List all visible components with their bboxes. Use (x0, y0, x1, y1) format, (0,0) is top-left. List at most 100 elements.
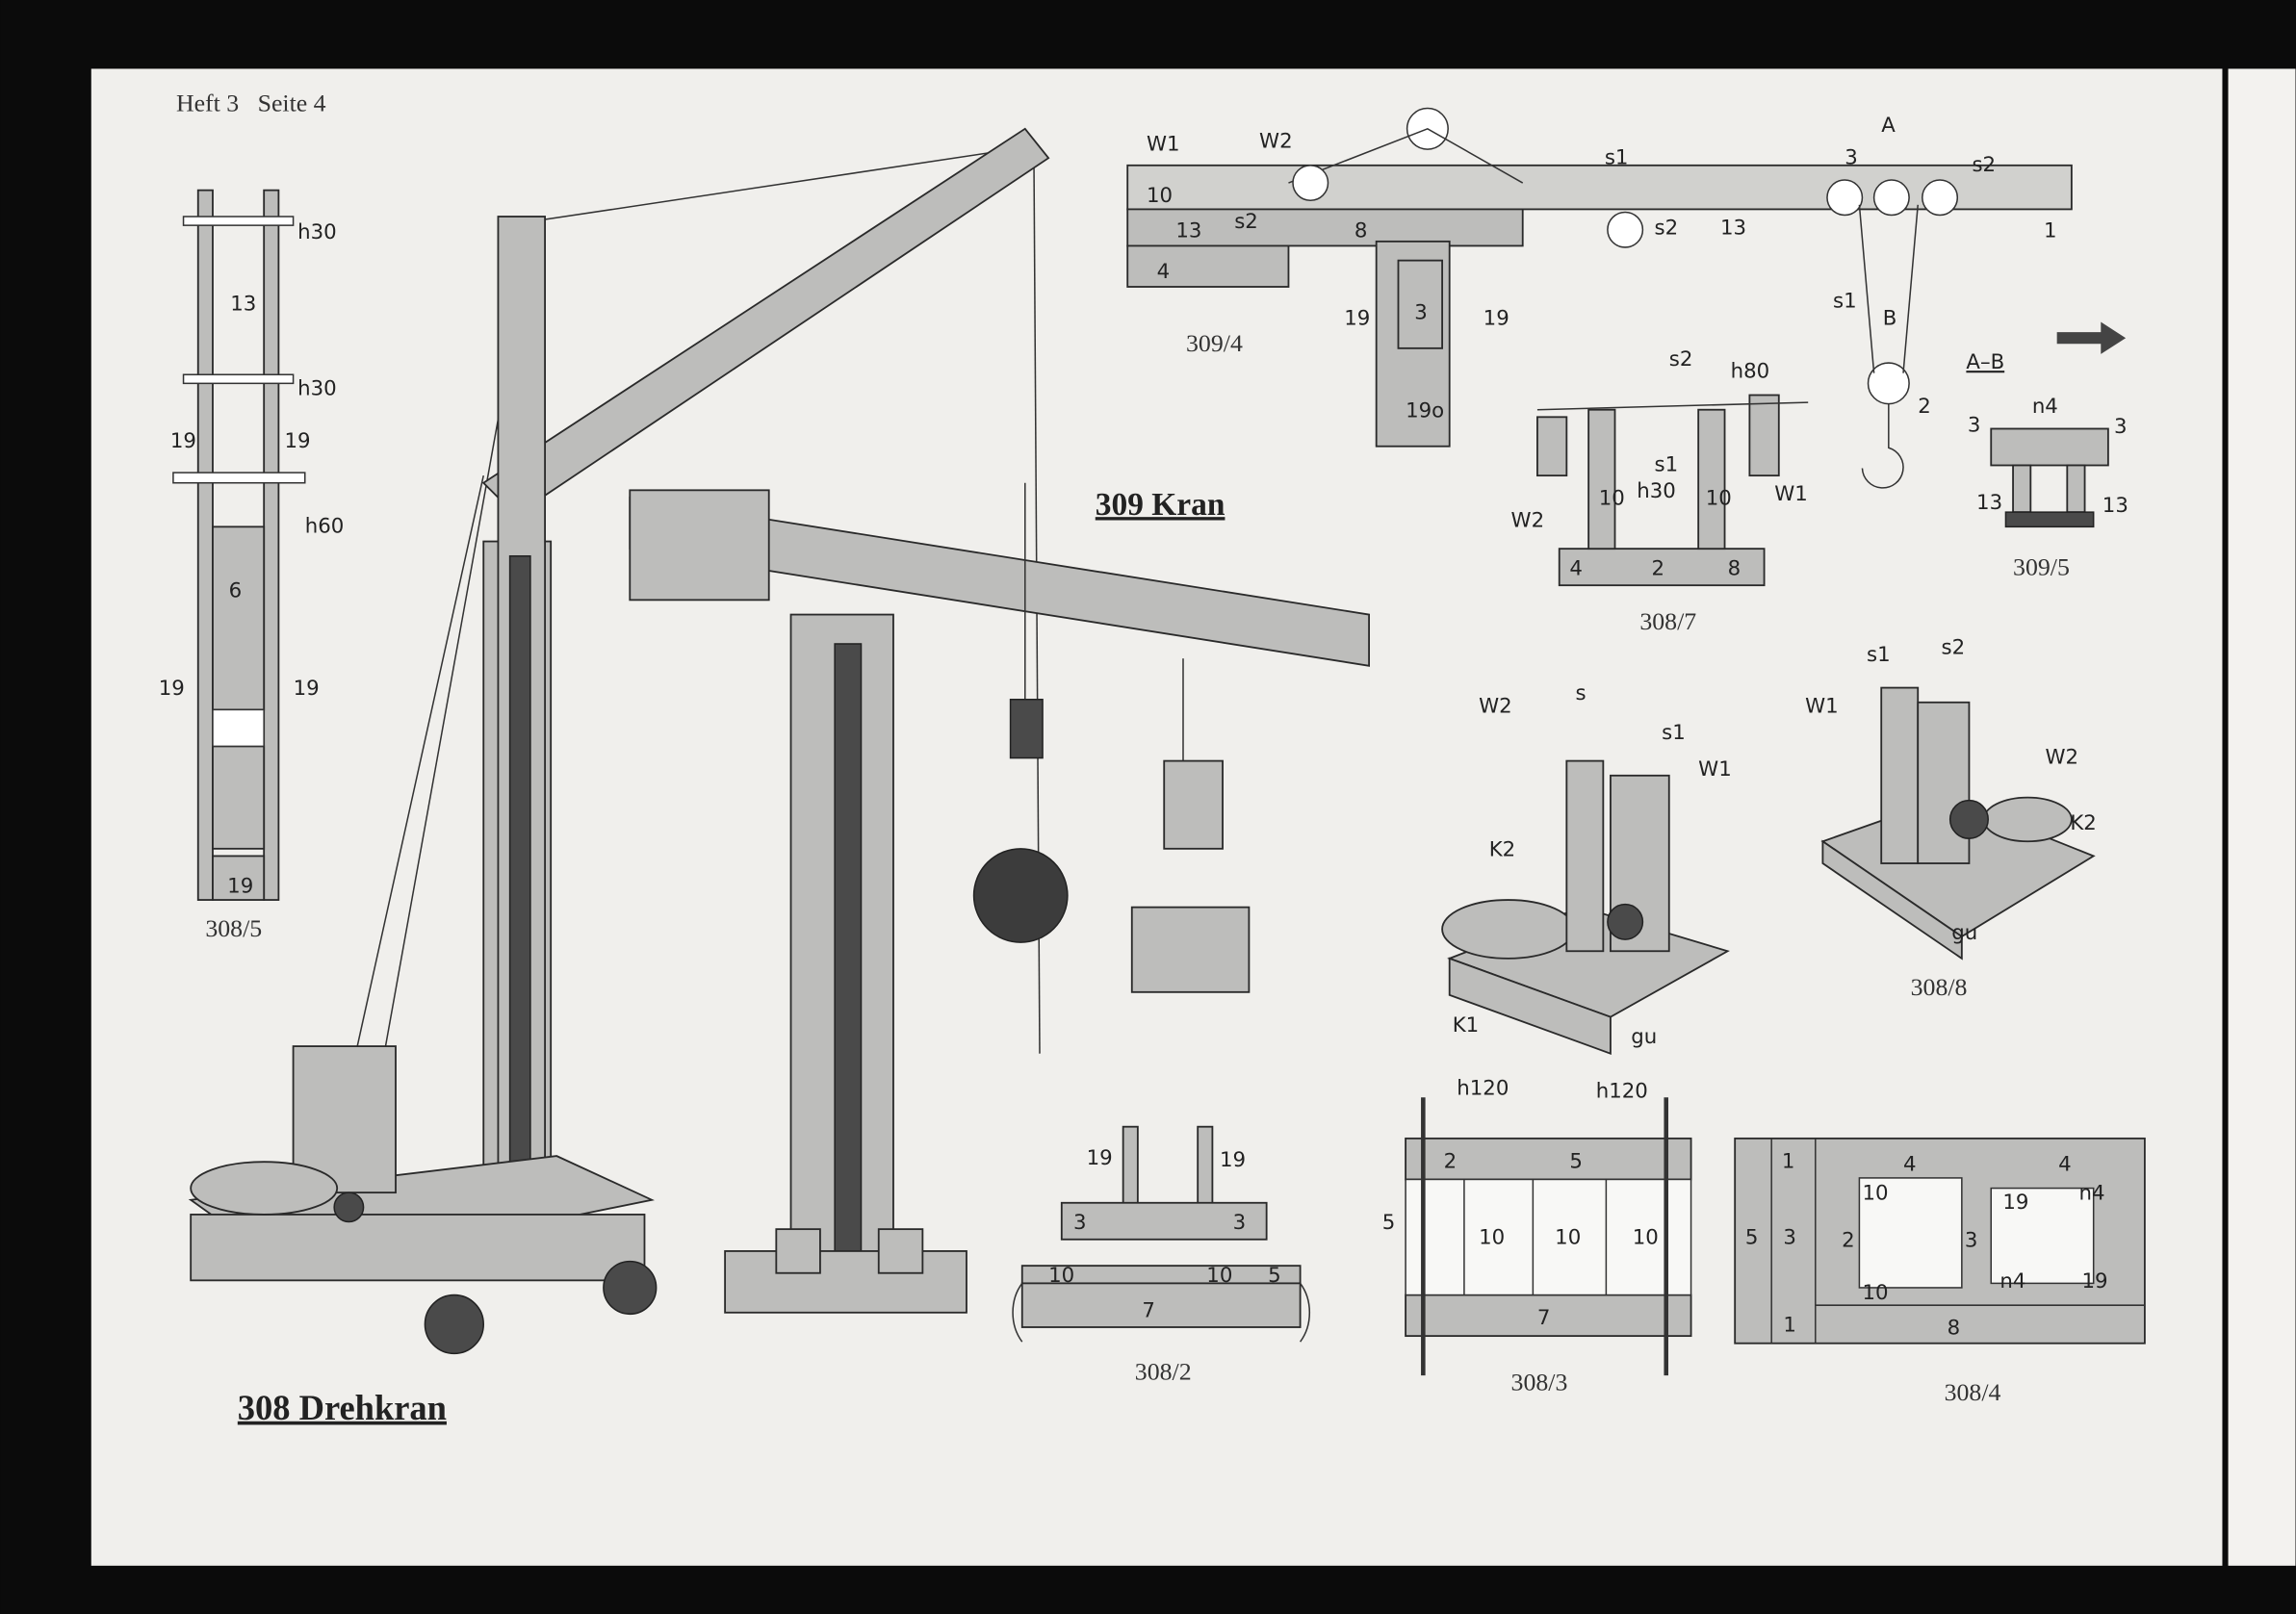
figure-308-8-left: W2 s s1 W1 K2 K1 gu (1441, 681, 1732, 1055)
part-label: 19 (1483, 307, 1509, 331)
part-label: 3 (1233, 1211, 1247, 1235)
part-label: W1 (1774, 482, 1808, 506)
part-label: W2 (1259, 130, 1293, 154)
part-label: s1 (1655, 453, 1679, 477)
part-label: s (1575, 681, 1586, 705)
part-label: 13 (2103, 494, 2128, 518)
part-label: 19 (284, 429, 310, 453)
part-label: 3 (1073, 1211, 1087, 1235)
part-label: 2 (1652, 557, 1665, 581)
part-label: 10 (1633, 1225, 1659, 1249)
part-label: 19 (2002, 1191, 2028, 1215)
part-label: 3 (2114, 415, 2128, 439)
caption-308-2: 308/2 (1135, 1358, 1192, 1386)
arrow-right-icon (2056, 321, 2127, 354)
part-label: 1 (1782, 1149, 1795, 1173)
part-label: n4 (1999, 1269, 2025, 1294)
part-label: 10 (1706, 487, 1732, 511)
caption-308-7: 308/7 (1639, 607, 1696, 635)
part-label: gu (1631, 1025, 1657, 1049)
figure-308-5: h30 13 h30 19 19 h60 6 19 19 19 308/5 (159, 189, 345, 942)
part-label: 10 (1599, 487, 1625, 511)
part-label: s1 (1662, 721, 1686, 745)
part-label: 1 (2044, 218, 2057, 243)
part-label: 13 (230, 292, 256, 316)
part-label: W2 (1479, 694, 1512, 718)
drehkran-drawing: 308 Drehkran (188, 127, 1050, 1427)
part-label: h30 (297, 220, 337, 244)
part-label: 4 (1157, 260, 1171, 284)
part-label: K2 (2070, 811, 2096, 835)
caption-308-5: 308/5 (205, 914, 262, 942)
figure-308-7: s2 h80 s1 h30 W2 W1 4 2 8 10 10 308/7 (1511, 347, 1809, 635)
caption-309-5: 309/5 (2013, 553, 2070, 581)
figure-309-4: W1 W2 10 s2 13 8 4 s1 s2 13 3 A s2 1 s1 … (1126, 107, 2073, 489)
caption-308-4: 308/4 (1945, 1378, 2001, 1406)
part-label: A (1881, 114, 1896, 138)
part-label: 10 (1048, 1264, 1074, 1288)
part-label: 10 (1862, 1281, 1888, 1305)
part-label: s2 (1942, 636, 1966, 660)
part-label: 8 (1354, 218, 1368, 243)
part-label: h30 (297, 377, 337, 401)
part-label: s1 (1867, 643, 1891, 667)
part-label: 19 (170, 429, 196, 453)
part-label: K2 (1489, 837, 1515, 861)
part-label: 3 (1968, 414, 1981, 438)
part-label: s1 (1605, 145, 1629, 169)
section-ab-label: A–B (1966, 350, 2004, 374)
part-label: 7 (1537, 1306, 1551, 1330)
part-label: 2 (1842, 1228, 1855, 1252)
part-label: 19o (1406, 398, 1444, 423)
figure-309-5: A–B n4 3 3 13 13 309/5 (1966, 350, 2128, 580)
part-label: n4 (2032, 395, 2058, 419)
part-label: K1 (1453, 1013, 1479, 1038)
part-label: 8 (1948, 1317, 1961, 1341)
kran-drawing: 309 Kran (629, 482, 1370, 1314)
caption-308-3: 308/3 (1511, 1368, 1568, 1396)
part-label: 8 (1728, 557, 1741, 581)
part-label: B (1883, 307, 1897, 331)
part-label: h60 (305, 514, 345, 538)
part-label: 5 (1745, 1225, 1759, 1249)
part-label: h30 (1637, 479, 1676, 503)
part-label: W2 (1511, 508, 1545, 532)
part-label: 7 (1142, 1298, 1155, 1322)
part-label: h80 (1731, 359, 1770, 383)
running-head: Heft 3 Seite 4 (176, 90, 326, 117)
part-label: 19 (294, 677, 320, 701)
title-309-kran: 309 Kran (1096, 487, 1225, 523)
part-label: 13 (1976, 491, 2002, 515)
figure-308-2: 19 19 3 3 10 10 5 7 308/2 (1012, 1125, 1311, 1386)
part-label: h120 (1457, 1076, 1509, 1100)
part-label: 2 (1918, 395, 1931, 419)
caption-309-4: 309/4 (1186, 329, 1243, 357)
part-label: 5 (1268, 1264, 1281, 1288)
part-label: 4 (1903, 1152, 1917, 1176)
part-label: 5 (1569, 1149, 1583, 1173)
figure-308-4: 1 4 4 10 5 3 2 3 19 n4 10 n4 19 1 8 308/… (1734, 1137, 2146, 1406)
part-label: W1 (1805, 694, 1839, 718)
next-page-edge (2228, 68, 2296, 1566)
caption-308-8: 308/8 (1911, 973, 1968, 1001)
part-label: W2 (2046, 746, 2079, 770)
part-label: 10 (1206, 1264, 1232, 1288)
part-label: 13 (1175, 218, 1201, 243)
part-label: 19 (1220, 1148, 1246, 1172)
part-label: 19 (227, 874, 253, 898)
part-label: s2 (1655, 216, 1679, 240)
part-label: s2 (1972, 153, 1996, 177)
part-label: 3 (1783, 1225, 1796, 1249)
part-label: 4 (2058, 1152, 2072, 1176)
part-label: 3 (1965, 1228, 1978, 1252)
part-label: 4 (1569, 557, 1583, 581)
figure-308-8: s1 s2 W1 W2 K2 gu 308/8 (1805, 636, 2097, 1001)
part-label: 5 (1382, 1211, 1396, 1235)
part-label: 6 (229, 578, 243, 602)
part-label: h120 (1596, 1079, 1648, 1103)
part-label: 10 (1862, 1182, 1888, 1206)
part-label: 19 (159, 677, 185, 701)
part-label: 3 (1845, 145, 1858, 169)
figure-308-3: h120 h120 2 5 10 10 10 7 5 308/3 (1382, 1076, 1692, 1396)
